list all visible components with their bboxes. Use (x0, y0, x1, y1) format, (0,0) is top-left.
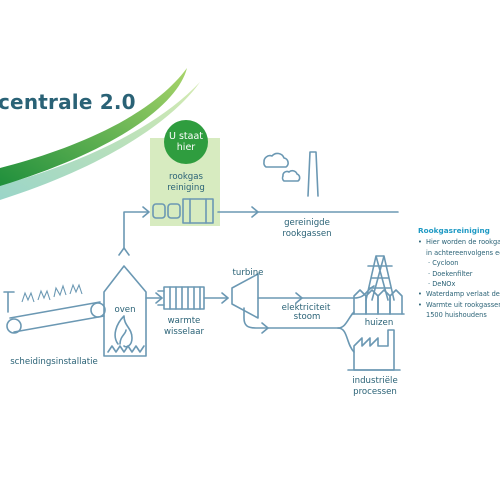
flue-arrow-up (118, 247, 130, 256)
badge-line-1: U staat (168, 131, 203, 142)
info-line: · Doekenfilter (418, 269, 500, 279)
info-line: •Hier worden de rookgass (418, 237, 500, 247)
electricity-line (257, 285, 375, 299)
you-are-here-badge: U staat hier (164, 120, 208, 164)
turbine (231, 273, 259, 319)
clean-gas-arrow (251, 206, 259, 218)
label-line: processen (353, 387, 397, 397)
info-line: · Cycloon (418, 258, 500, 268)
info-line: •Waterdamp verlaat de (418, 290, 500, 299)
info-panel: Rookgasreiniging •Hier worden de rookgas… (418, 226, 500, 321)
info-text: · DeNOx (428, 280, 456, 289)
info-text: Waterdamp verlaat de (426, 290, 500, 299)
flue-arrow-right (142, 206, 150, 218)
label-stoom: stoom (293, 312, 321, 322)
cyclone-1 (152, 203, 166, 219)
label-scheidingsinstallatie[interactable]: scheidingsinstallatie (10, 357, 98, 367)
label-huizen: huizen (364, 318, 394, 328)
swoosh-dark (0, 68, 187, 186)
info-text: · Cycloon (428, 259, 459, 268)
electricity-arrow (295, 292, 303, 304)
label-line: reiniging (167, 183, 205, 193)
steam-to-industry (337, 327, 355, 353)
info-heading: Rookgasreiniging (418, 226, 490, 235)
badge-line-2: hier (176, 142, 196, 153)
info-text: · Doekenfilter (428, 269, 473, 278)
label-line: rookgas (168, 172, 204, 182)
label-line: industriële (352, 376, 398, 386)
info-line: 1500 huishoudens (418, 310, 500, 320)
steam-arrow (261, 322, 269, 334)
chimney (307, 151, 319, 197)
info-text: Hier worden de rookgass (426, 238, 500, 247)
label-rookgasreiniging[interactable]: rookgas reiniging (160, 172, 212, 194)
label-elektriciteit: elektriciteit (281, 303, 331, 313)
info-text: Warmte uit rookgassen (426, 300, 500, 309)
bag-filter (182, 198, 214, 224)
houses (351, 289, 405, 315)
cloud-2 (281, 169, 301, 182)
label-line: gereinigde (284, 218, 330, 228)
info-text: 1500 huishoudens (426, 311, 487, 320)
label-line: warmte (167, 316, 201, 326)
label-line: wisselaar (163, 327, 205, 337)
page-title: centrale 2.0 (0, 90, 136, 114)
info-line: •Warmte uit rookgassen (418, 300, 500, 310)
label-oven[interactable]: oven (114, 305, 136, 315)
swoosh-light (0, 82, 200, 200)
oven-fire (114, 315, 133, 348)
conveyor-belt (9, 301, 105, 333)
cyclone-2 (167, 203, 181, 219)
info-text: in achtereenvolgens ee (426, 248, 500, 257)
info-line: · DeNOx (418, 279, 500, 289)
flue-duct (123, 211, 149, 249)
label-warmte-wisselaar[interactable]: warmte wisselaar (160, 316, 208, 338)
label-turbine[interactable]: turbine (232, 268, 264, 278)
steam-line (243, 307, 339, 329)
label-line: rookgassen (282, 229, 332, 239)
oven-body (103, 265, 147, 357)
label-industriele-processen: industriële processen (346, 376, 404, 398)
info-line: in achtereenvolgens ee (418, 248, 500, 258)
factory (347, 329, 401, 371)
cloud-1 (263, 152, 289, 168)
waste-scribble (21, 283, 83, 303)
pylon (365, 255, 395, 301)
oven-grate (107, 345, 145, 353)
label-gereinigde-rookgassen: gereinigde rookgassen (276, 218, 338, 240)
